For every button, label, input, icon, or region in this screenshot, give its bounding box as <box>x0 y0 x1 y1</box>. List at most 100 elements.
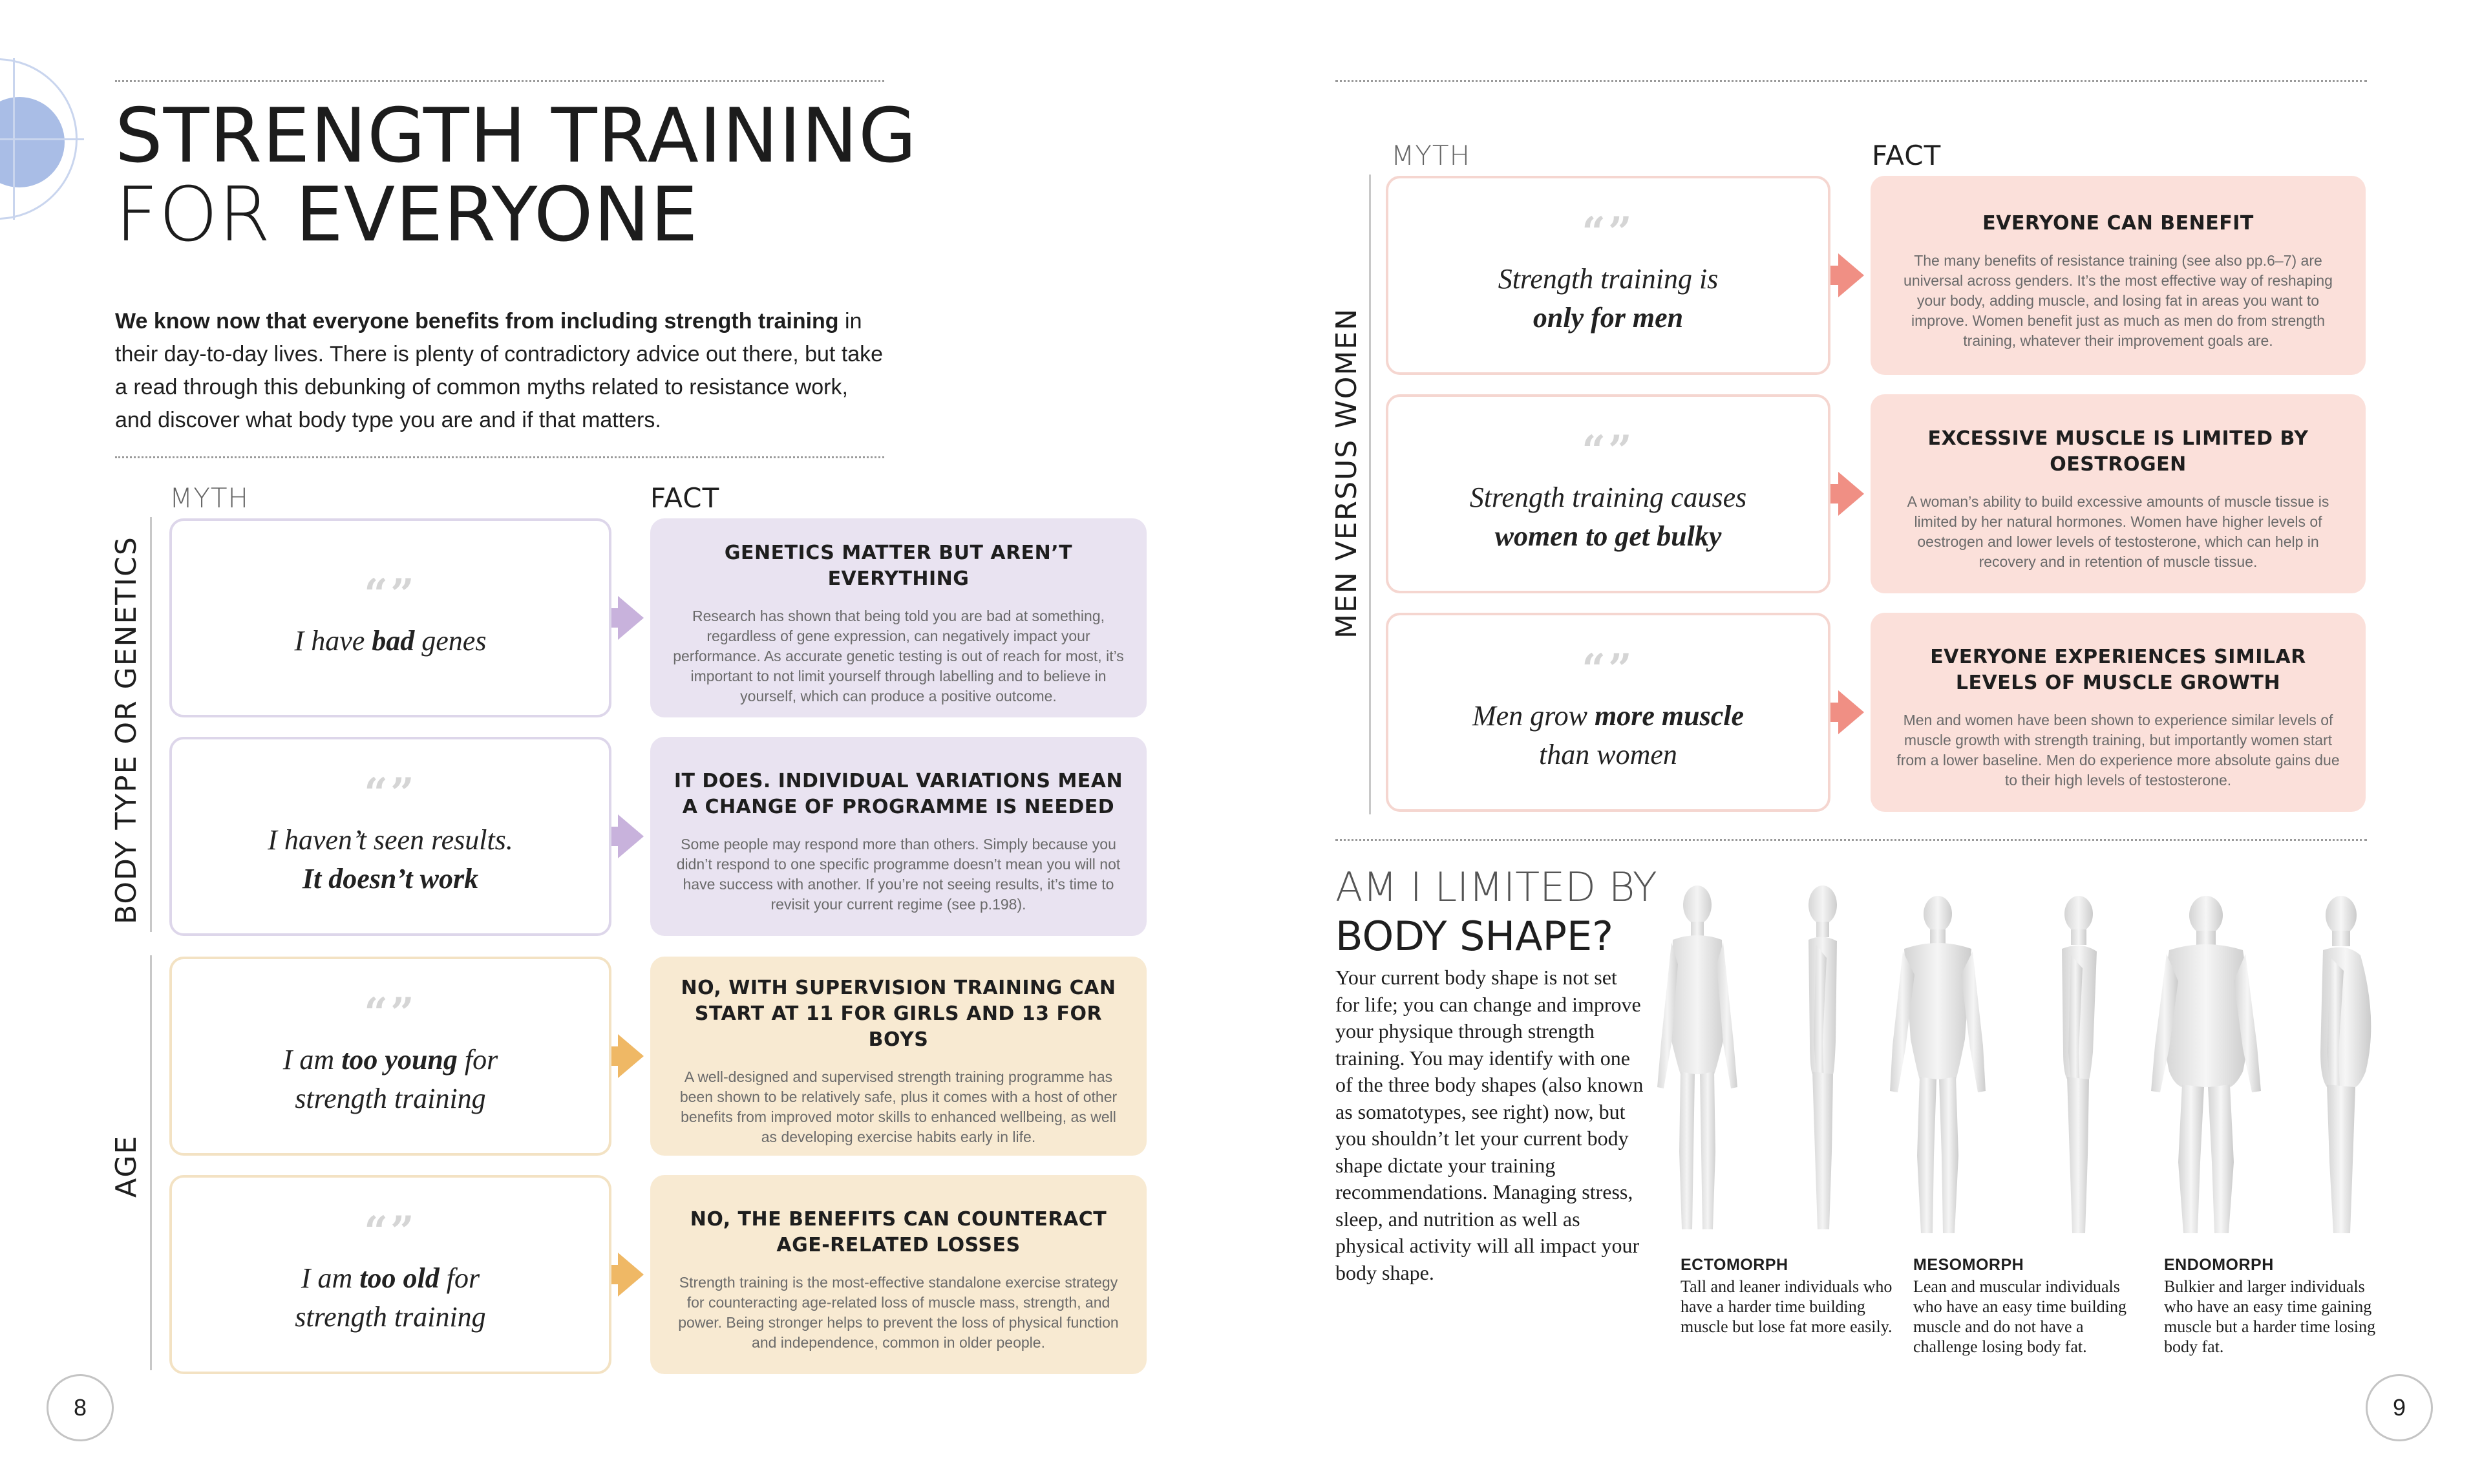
fact-card: EVERYONE EXPERIENCES SIMILAR LEVELS OF M… <box>1871 613 2366 812</box>
myth-card: “” I have bad genes <box>169 518 611 717</box>
fact-heading: FACT <box>1872 140 1942 171</box>
myth-text: I haven’t seen results.It doesn’t work <box>268 824 513 895</box>
decorative-line <box>0 138 84 140</box>
quote-marks-icon: “” <box>1582 427 1635 475</box>
fact-title: EVERYONE EXPERIENCES SIMILAR LEVELS OF M… <box>1930 646 2306 694</box>
quote-marks-icon: “” <box>364 989 417 1037</box>
fact-body: The many benefits of resistance training… <box>1904 251 2333 349</box>
arrow-stem <box>611 827 619 846</box>
arrow-right-icon <box>618 596 644 640</box>
somatotype-endomorph: ENDOMORPH Bulkier and larger individuals… <box>2164 1255 2384 1357</box>
arrow-stem <box>611 608 619 628</box>
fact-card: IT DOES. INDIVIDUAL VARIATIONS MEAN A CH… <box>650 737 1147 936</box>
fact-title: NO, THE BENEFITS CAN COUNTERACT AGE-RELA… <box>690 1208 1107 1256</box>
arrow-stem <box>611 1265 619 1284</box>
endomorph-side-figure <box>2320 896 2371 1233</box>
body-shape-title-line1: AM I LIMITED BY <box>1335 864 1657 911</box>
section-divider-gender <box>1369 175 1371 814</box>
intro-rest: in their day-to-day lives. There is plen… <box>115 309 884 432</box>
fact-title: GENETICS MATTER BUT AREN’T EVERYTHING <box>724 541 1073 590</box>
page-title-line2-light: FOR <box>115 171 296 259</box>
arrow-stem <box>1830 266 1840 285</box>
somatotype-name: ECTOMORPH <box>1681 1256 1788 1274</box>
myth-heading: MYTH <box>1391 140 1471 171</box>
mesomorph-front-figure <box>1890 896 1986 1233</box>
fact-card: EXCESSIVE MUSCLE IS LIMITED BY OESTROGEN… <box>1871 394 2366 593</box>
somatotype-description: Bulkier and larger individuals who have … <box>2164 1277 2376 1356</box>
quote-marks-icon: “” <box>364 769 417 818</box>
section-label-genetics: BODY TYPE OR GENETICS <box>110 536 143 924</box>
endomorph-front-figure <box>2151 896 2261 1233</box>
somatotype-description: Tall and leaner individuals who have a h… <box>1681 1277 1893 1336</box>
quote-marks-icon: “” <box>1582 208 1635 257</box>
fact-heading: FACT <box>650 482 720 514</box>
body-shape-title-line2: BODY SHAPE? <box>1335 913 1614 960</box>
arrow-right-icon <box>1838 690 1864 734</box>
ectomorph-front-figure <box>1657 885 1737 1229</box>
fact-card: EVERYONE CAN BENEFIT The many benefits o… <box>1871 176 2366 375</box>
section-divider-age <box>150 955 152 1370</box>
top-rule-right <box>1335 80 2367 82</box>
fact-title: NO, WITH SUPERVISION TRAINING CAN START … <box>681 977 1116 1051</box>
fact-title: EXCESSIVE MUSCLE IS LIMITED BY OESTROGEN <box>1927 427 2309 476</box>
fact-card: NO, WITH SUPERVISION TRAINING CAN START … <box>650 957 1147 1156</box>
myth-text: I have bad genes <box>294 625 487 657</box>
arrow-right-icon <box>1838 472 1864 516</box>
page-title: STRENGTH TRAINING FOR EVERYONE <box>115 97 955 255</box>
fact-card: NO, THE BENEFITS CAN COUNTERACT AGE-RELA… <box>650 1175 1147 1374</box>
myth-card: “” I haven’t seen results.It doesn’t wor… <box>169 737 611 936</box>
somatotype-mesomorph: MESOMORPH Lean and muscular individuals … <box>1913 1255 2133 1357</box>
fact-body: Research has shown that being told you a… <box>673 607 1124 705</box>
somatotype-name: ENDOMORPH <box>2164 1256 2274 1274</box>
somatotype-description: Lean and muscular individuals who have a… <box>1913 1277 2127 1356</box>
arrow-stem <box>611 1046 619 1066</box>
fact-body: Some people may respond more than others… <box>676 836 1121 913</box>
top-rule-left <box>115 80 884 82</box>
fact-card: GENETICS MATTER BUT AREN’T EVERYTHING Re… <box>650 518 1147 717</box>
body-shape-text: Your current body shape is not set for l… <box>1335 966 1644 1284</box>
decorative-line <box>13 58 15 220</box>
arrow-right-icon <box>618 814 644 858</box>
section-label-men-versus-women: MEN VERSUS WOMEN <box>1330 307 1363 639</box>
arrow-right-icon <box>618 1034 644 1078</box>
page-number-left: 8 <box>47 1374 114 1441</box>
intro-bold: We know now that everyone benefits from … <box>115 309 839 334</box>
page-title-line1: STRENGTH TRAINING <box>115 92 917 180</box>
fact-body: Men and women have been shown to experie… <box>1896 712 2340 789</box>
fact-title: EVERYONE CAN BENEFIT <box>1982 211 2254 235</box>
fact-body: A well-designed and supervised strength … <box>679 1068 1118 1145</box>
fact-body: Strength training is the most-effective … <box>678 1274 1119 1351</box>
quote-marks-icon: “” <box>1582 645 1635 694</box>
section-label-age: AGE <box>110 1134 143 1198</box>
body-shape-title: AM I LIMITED BY BODY SHAPE? <box>1335 863 1657 961</box>
arrow-stem <box>1830 484 1840 504</box>
section-divider-genetics <box>150 517 152 932</box>
body-shape-rule <box>1335 839 2367 841</box>
fact-body: A woman’s ability to build excessive amo… <box>1907 493 2329 570</box>
quote-marks-icon: “” <box>364 570 417 619</box>
quote-marks-icon: “” <box>364 1207 417 1256</box>
arrow-right-icon <box>1838 253 1864 297</box>
arrow-right-icon <box>618 1253 644 1297</box>
page-title-line2-bold: EVERYONE <box>295 171 699 259</box>
mesomorph-side-figure <box>2062 896 2097 1233</box>
ectomorph-side-figure <box>1808 885 1837 1229</box>
intro-rule <box>115 456 884 458</box>
somatotype-ectomorph: ECTOMORPH Tall and leaner individuals wh… <box>1681 1255 1900 1337</box>
somatotype-name: MESOMORPH <box>1913 1256 2024 1274</box>
page-number-right: 9 <box>2366 1374 2433 1441</box>
myth-heading: MYTH <box>169 482 249 514</box>
fact-title: IT DOES. INDIVIDUAL VARIATIONS MEAN A CH… <box>674 770 1123 818</box>
arrow-stem <box>1830 703 1840 722</box>
intro-paragraph: We know now that everyone benefits from … <box>115 305 891 437</box>
